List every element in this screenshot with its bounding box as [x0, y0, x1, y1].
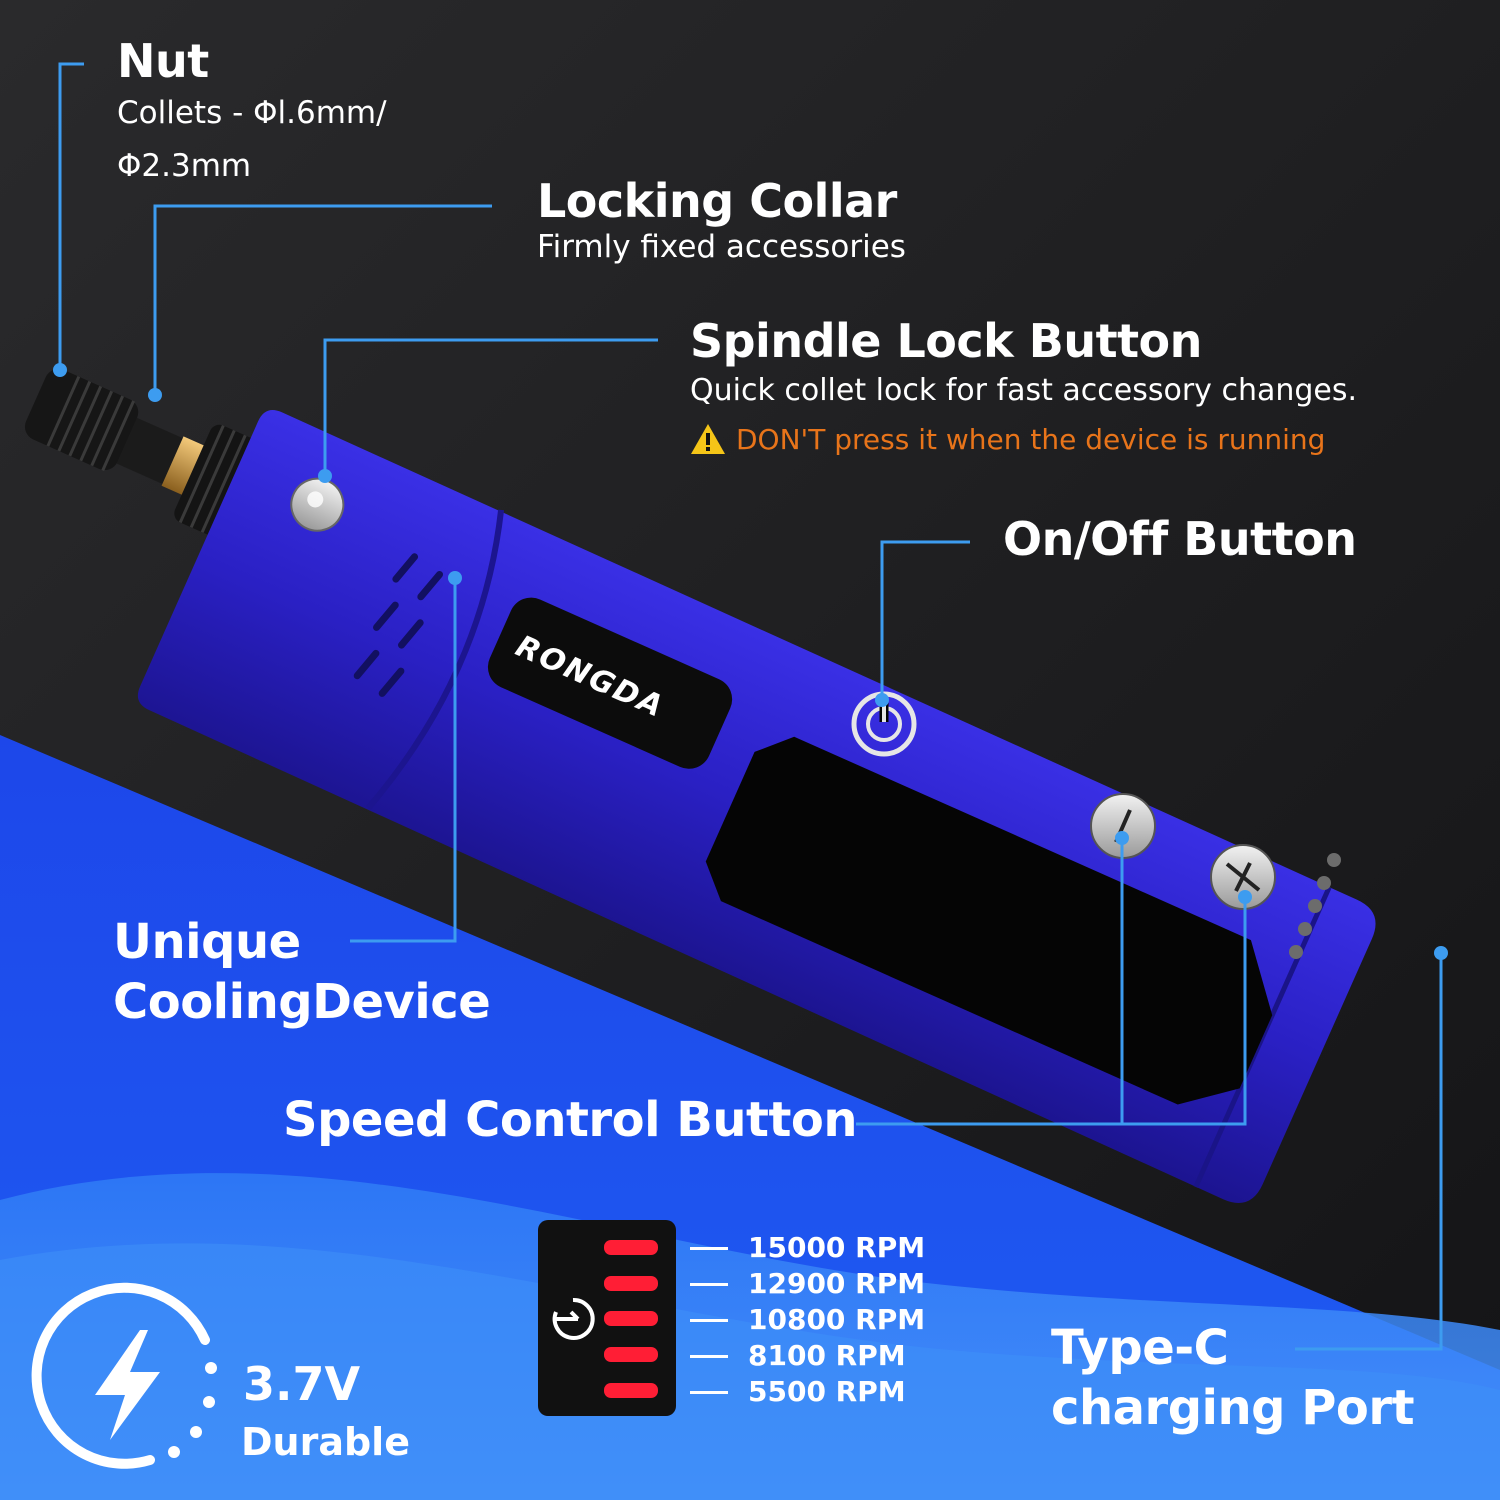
cooling-callout-line	[350, 578, 457, 943]
type-c-callout: Type-C charging Port	[1051, 1318, 1415, 1438]
power-callout-line	[880, 540, 970, 700]
body-grip-seam	[366, 509, 505, 810]
battery-voltage: 3.7V	[243, 1357, 361, 1411]
locking-collar-subtitle: Firmly fixed accessories	[537, 228, 906, 265]
speed-indicator-dots	[1289, 853, 1341, 959]
speed-level-label: 15000 RPM	[748, 1231, 926, 1264]
collar-callout-line	[153, 204, 492, 395]
logo-plate	[487, 597, 733, 769]
speed-level-2: 12900 RPM	[690, 1266, 925, 1302]
speed-level-label: 12900 RPM	[748, 1267, 926, 1300]
locking-collar-title: Locking Collar	[537, 174, 897, 228]
nut-collet-line1: Collets - Φl.6mm/	[117, 94, 387, 131]
speed-level-5: 5500 RPM	[690, 1374, 925, 1410]
nut-callout-line	[58, 62, 84, 370]
speed-level-label: 8100 RPM	[748, 1339, 906, 1372]
speed-leds	[604, 1240, 658, 1398]
speed-level-list: 15000 RPM 12900 RPM 10800 RPM 8100 RPM 5…	[690, 1230, 925, 1410]
speed-plus-callout-line	[1122, 897, 1247, 1126]
cooling-line2: CoolingDevice	[113, 974, 491, 1030]
callout-dots	[53, 363, 1448, 960]
brass-collar	[161, 436, 206, 496]
spindle-lock-warning: DON'T press it when the device is runnin…	[690, 423, 1357, 456]
battery-ring-dots	[168, 1362, 217, 1458]
spindle-lock-subtitle: Quick collet lock for fast accessory cha…	[690, 372, 1358, 408]
rotary-tool: RONGDA	[24, 368, 1376, 1203]
spindle-lock-warning-text: DON'T press it when the device is runnin…	[736, 422, 1326, 456]
speed-level-label: 10800 RPM	[748, 1303, 926, 1336]
on-off-title: On/Off Button	[1003, 512, 1357, 566]
speed-minus-button	[1090, 793, 1156, 859]
speed-plus-button	[1210, 844, 1276, 910]
light-wave-lower	[0, 1243, 1500, 1500]
speed-control-title: Speed Control Button	[283, 1092, 858, 1148]
callout-lines	[58, 62, 1443, 1351]
spindle-lock-callout: Spindle Lock Button Quick collet lock fo…	[690, 316, 1357, 456]
cooling-line1: Unique	[113, 914, 301, 970]
panel-power-icon	[552, 1297, 595, 1340]
type-c-line1: Type-C	[1051, 1320, 1229, 1376]
typec-callout-line	[1295, 953, 1443, 1351]
type-c-line2: charging Port	[1051, 1380, 1415, 1436]
nut-callout: Nut Collets - Φl.6mm/ Φ2.3mm	[117, 36, 387, 185]
battery-badge	[31, 1282, 217, 1469]
speed-level-4: 8100 RPM	[690, 1338, 925, 1374]
spindle-callout-line	[323, 338, 658, 476]
battery-ring	[31, 1282, 210, 1469]
speed-level-label: 5500 RPM	[748, 1375, 906, 1408]
warning-triangle-icon	[691, 424, 725, 455]
battery-label: Durable	[241, 1420, 410, 1464]
control-panel	[705, 736, 1273, 1105]
speed-level-1: 15000 RPM	[690, 1230, 925, 1266]
nut-collet-line2: Φ2.3mm	[117, 147, 252, 184]
lightning-icon	[95, 1330, 160, 1440]
cooling-callout: Unique CoolingDevice	[113, 912, 491, 1032]
spindle-lock-title: Spindle Lock Button	[690, 314, 1202, 368]
locking-collar-callout: Locking Collar Firmly fixed accessories	[537, 176, 906, 266]
cooling-vents	[353, 553, 444, 697]
nut-knurling	[46, 376, 135, 472]
nut-title: Nut	[117, 34, 209, 88]
speed-level-3: 10800 RPM	[690, 1302, 925, 1338]
